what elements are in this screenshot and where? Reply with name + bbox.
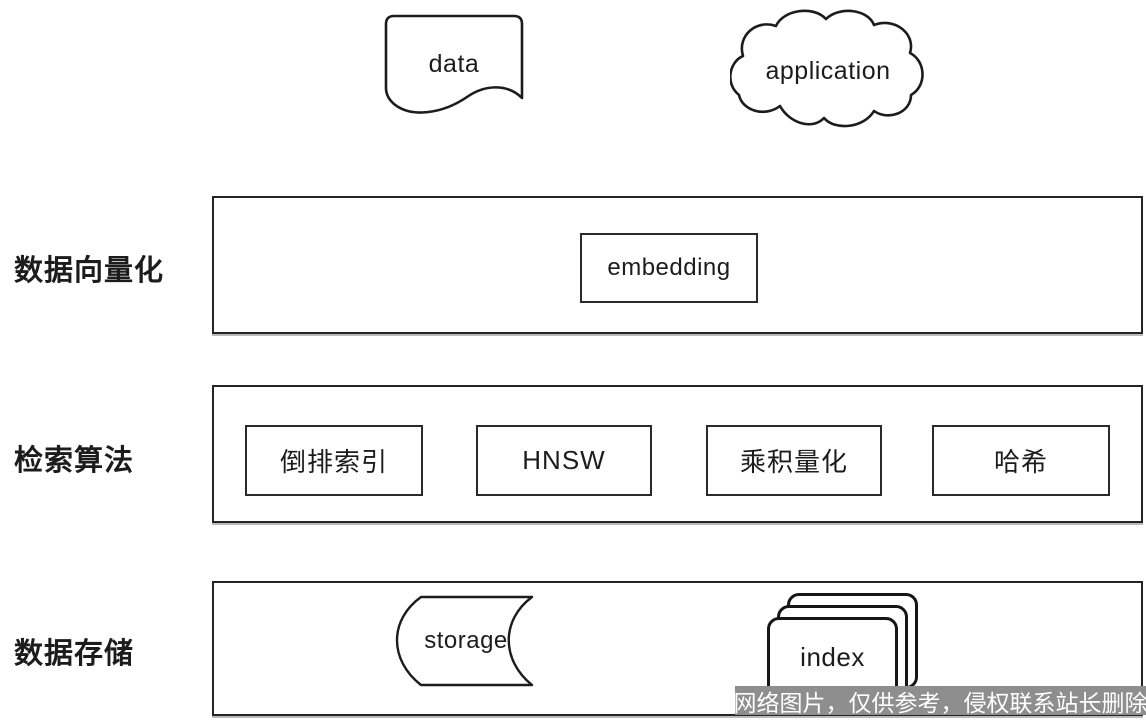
hash-label: 哈希 — [993, 447, 1048, 477]
embedding-label: embedding — [607, 254, 731, 281]
product-quantization-box: 乘积量化 — [706, 425, 882, 496]
application-shape-label: application — [765, 56, 891, 85]
index-shape-label: index — [800, 641, 865, 672]
data-shape-label: data — [428, 49, 480, 78]
storage-shape: storage — [386, 594, 536, 688]
row-label-retrieval-algorithms: 检索算法 — [14, 445, 135, 477]
document-icon — [384, 14, 524, 114]
stored-data-icon — [395, 595, 534, 687]
row-label-data-storage: 数据存储 — [14, 638, 135, 670]
hnsw-label: HNSW — [522, 445, 606, 475]
product-quantization-label: 乘积量化 — [739, 447, 848, 477]
inverted-index-label: 倒排索引 — [279, 447, 388, 477]
data-document-shape: data — [383, 14, 525, 124]
application-cloud-shape: application — [730, 8, 926, 134]
embedding-box: embedding — [580, 233, 758, 303]
hnsw-box: HNSW — [476, 425, 652, 496]
hash-box: 哈希 — [932, 425, 1110, 496]
watermark-banner: 网络图片，仅供参考，侵权联系站长删除 — [734, 686, 1146, 716]
storage-shape-label: storage — [424, 627, 508, 654]
row-label-vectorization: 数据向量化 — [14, 255, 165, 287]
cloud-icon — [730, 9, 924, 128]
inverted-index-box: 倒排索引 — [245, 425, 423, 496]
